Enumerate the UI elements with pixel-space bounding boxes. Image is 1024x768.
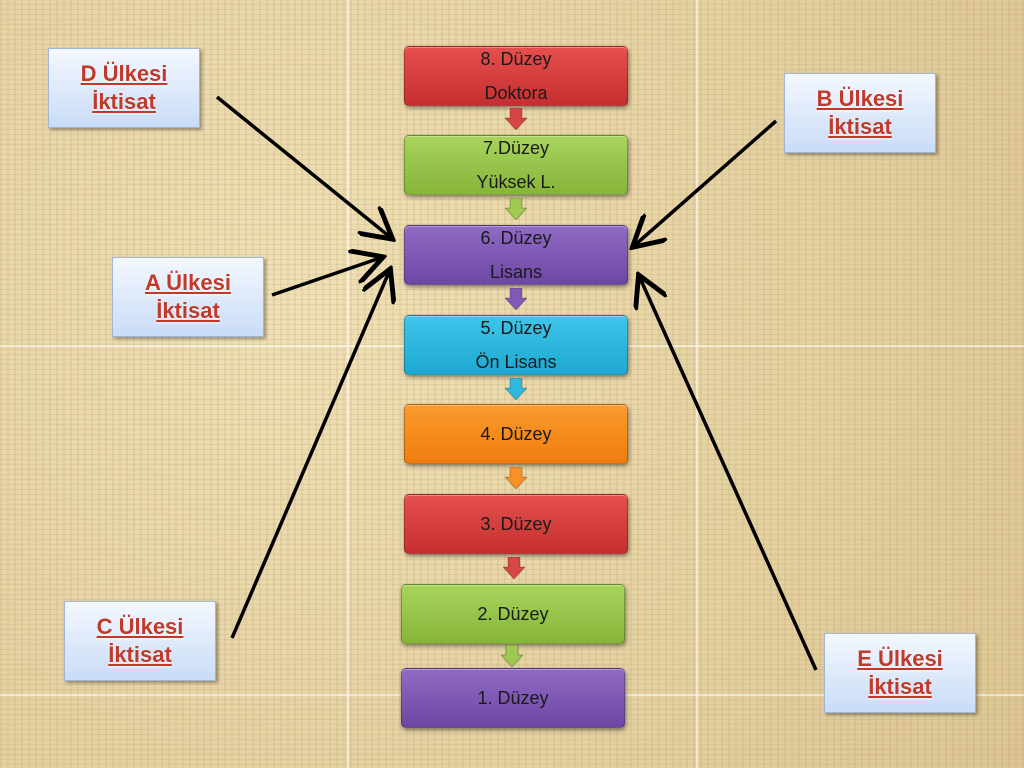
level-6-box: 6. Düzey Lisans [404,225,628,285]
country-e-field: İktisat [868,674,932,699]
connector-arrow-icon [505,198,527,220]
level-5-label: Ön Lisans [475,352,557,372]
country-a-box: A Ülkesi İktisat [112,257,264,337]
level-1-number: 1. Düzey [477,688,549,708]
level-8-box: 8. Düzey Doktora [404,46,628,106]
level-3-box: 3. Düzey [404,494,628,554]
level-6-label: Lisans [489,262,543,282]
level-7-number: 7.Düzey [482,138,550,158]
arrow-e-to-level-6 [640,278,818,671]
connector-arrow-icon [505,108,527,130]
connector-arrow-icon [503,557,525,579]
country-d-field: İktisat [92,89,156,114]
level-7-box: 7.Düzey Yüksek L. [404,135,628,195]
level-8-label: Doktora [484,83,548,103]
level-4-box: 4. Düzey [404,404,628,464]
country-e-name: E Ülkesi [857,646,943,671]
country-e-box: E Ülkesi İktisat [824,633,976,713]
country-b-field: İktisat [828,114,892,139]
arrow-b-to-level-6 [635,119,778,245]
level-5-box: 5. Düzey Ön Lisans [404,315,628,375]
level-8-number: 8. Düzey [480,49,552,69]
country-c-name: C Ülkesi [96,614,184,639]
country-b-name: B Ülkesi [816,86,904,111]
level-3-number: 3. Düzey [480,514,552,534]
connector-arrow-icon [501,645,523,667]
country-b-box: B Ülkesi İktisat [784,73,936,153]
country-c-field: İktisat [108,642,172,667]
connector-arrow-icon [505,467,527,489]
level-1-box: 1. Düzey [401,668,625,728]
level-5-number: 5. Düzey [480,318,552,338]
level-2-number: 2. Düzey [477,604,549,624]
level-2-box: 2. Düzey [401,584,625,644]
arrow-d-to-level-6 [215,95,390,237]
arrow-c-to-level-6 [230,272,389,639]
level-6-number: 6. Düzey [480,228,552,248]
country-a-name: A Ülkesi [144,270,231,295]
country-d-box: D Ülkesi İktisat [48,48,200,128]
arrow-a-to-level-6 [271,258,380,297]
level-7-label: Yüksek L. [476,172,556,192]
connector-arrow-icon [505,288,527,310]
connector-arrow-icon [505,378,527,400]
level-4-number: 4. Düzey [480,424,552,444]
country-a-field: İktisat [156,298,220,323]
country-d-name: D Ülkesi [80,61,168,86]
country-c-box: C Ülkesi İktisat [64,601,216,681]
